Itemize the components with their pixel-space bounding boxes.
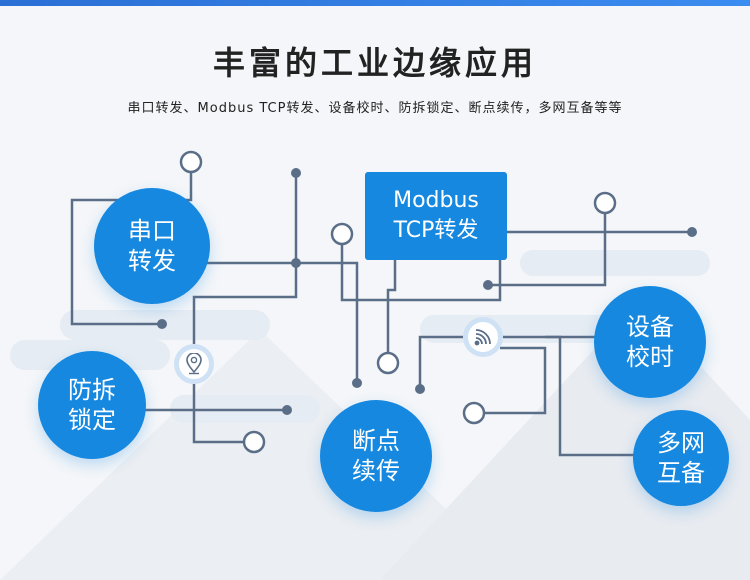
feature-serial-forwarding: 串口转发: [94, 188, 210, 304]
circuit-lines: [70, 172, 692, 457]
feature-label: 串口转发: [128, 217, 176, 275]
page-subtitle: 串口转发、Modbus TCP转发、设备校时、防拆锁定、断点续传，多网互备等等: [127, 101, 623, 116]
feature-label: 防拆锁定: [68, 376, 116, 434]
feature-time-sync: 设备校时: [594, 286, 706, 398]
feature-tamper-lock: 防拆锁定: [38, 351, 146, 459]
feature-label: 多网互备: [657, 429, 705, 487]
feature-label: Modbus TCP转发: [393, 188, 479, 243]
location-pin-icon: [174, 344, 214, 384]
feature-label: 设备校时: [626, 313, 674, 371]
feature-label: 断点续传: [352, 427, 400, 485]
page-title: 丰富的工业边缘应用: [212, 44, 537, 82]
top-accent-bar: [0, 0, 750, 6]
circuit-dots: [157, 168, 697, 415]
wireless-signal-icon: [463, 317, 503, 357]
feature-multi-network: 多网互备: [633, 410, 729, 506]
feature-resume-transfer: 断点续传: [320, 400, 432, 512]
circuit-rings: [179, 150, 617, 454]
feature-modbus-tcp: Modbus TCP转发: [365, 172, 507, 260]
